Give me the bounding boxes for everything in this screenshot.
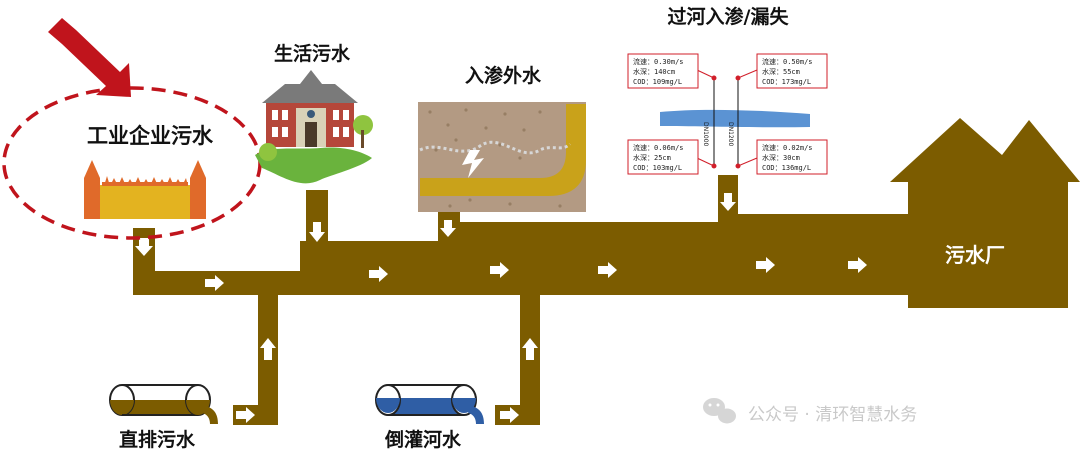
industrial-feeder-pipe xyxy=(133,228,155,295)
flow-arrow-up xyxy=(260,338,276,360)
svg-text:水深：25cm: 水深：25cm xyxy=(633,153,671,162)
highlight-arrow-icon xyxy=(48,18,131,97)
industrial-source: 工业企业污水 xyxy=(2,18,262,240)
factory-icon xyxy=(84,160,206,219)
backflow-source: 倒灌河水 xyxy=(375,384,484,451)
main-pipe-leak-branch xyxy=(718,214,913,295)
plant-building xyxy=(890,118,1080,308)
svg-text:流速：0.06m/s: 流速：0.06m/s xyxy=(633,143,684,152)
svg-text:流速：0.02m/s: 流速：0.02m/s xyxy=(762,143,813,152)
leak-panel: 流速：0.30m/s 水深：140cm COD：109mg/L xyxy=(627,53,699,89)
pipe-tag: DN1200 xyxy=(727,122,734,147)
leak-panel: 流速：0.06m/s 水深：25cm COD：103mg/L xyxy=(627,139,699,175)
flow-arrow-down xyxy=(309,222,325,242)
domestic-label: 生活污水 xyxy=(274,42,351,65)
sewage-plant: 污水厂 xyxy=(890,118,1080,308)
svg-text:流速：0.50m/s: 流速：0.50m/s xyxy=(762,57,813,66)
direct-label: 直排污水 xyxy=(119,428,196,451)
flow-arrow-right xyxy=(369,266,388,282)
flow-arrow-right xyxy=(500,407,519,423)
backflow-label: 倒灌河水 xyxy=(384,428,462,451)
infiltration-label: 入渗外水 xyxy=(465,64,542,87)
flow-arrow-right xyxy=(598,262,617,278)
pipe-backflow-icon xyxy=(375,384,484,424)
svg-text:COD：173mg/L: COD：173mg/L xyxy=(762,78,811,86)
flow-arrow-up xyxy=(522,338,538,360)
soil-infiltration-icon xyxy=(418,102,586,212)
watermark: 公众号 · 清环智慧水务 xyxy=(703,398,917,425)
pipe-network xyxy=(133,175,913,425)
svg-text:COD：109mg/L: COD：109mg/L xyxy=(633,78,682,86)
flow-arrow-right xyxy=(205,275,224,291)
flow-arrow-right xyxy=(236,407,255,423)
svg-text:COD：136mg/L: COD：136mg/L xyxy=(762,164,811,172)
flow-arrow-down xyxy=(135,238,153,256)
watermark-text: 公众号 · 清环智慧水务 xyxy=(748,405,917,425)
pipe-outfall-icon xyxy=(109,384,218,424)
wechat-icon xyxy=(703,398,736,424)
house-icon xyxy=(255,70,373,184)
domestic-source: 生活污水 xyxy=(255,42,373,184)
infiltration-source: 入渗外水 xyxy=(418,64,586,212)
svg-text:水深：30cm: 水深：30cm xyxy=(762,153,800,162)
flow-arrow-right xyxy=(848,257,867,273)
flow-arrows xyxy=(135,193,867,423)
leak-panel: 流速：0.02m/s 水深：30cm COD：136mg/L xyxy=(756,139,828,175)
river-icon xyxy=(660,109,810,128)
svg-text:流速：0.30m/s: 流速：0.30m/s xyxy=(633,57,684,66)
svg-text:COD：103mg/L: COD：103mg/L xyxy=(633,164,682,172)
flow-arrow-down xyxy=(720,193,736,211)
river-leak-label: 过河入渗/漏失 xyxy=(668,5,790,28)
leak-panel: 流速：0.50m/s 水深：55cm COD：173mg/L xyxy=(756,53,828,89)
flow-arrow-right xyxy=(756,257,775,273)
flow-arrow-right xyxy=(490,262,509,278)
svg-text:水深：55cm: 水深：55cm xyxy=(762,67,800,76)
pipe-tag: DN1000 xyxy=(702,122,709,147)
industrial-label: 工业企业污水 xyxy=(87,124,214,148)
svg-text:水深：140cm: 水深：140cm xyxy=(633,67,675,76)
river-crossing: 过河入渗/漏失 DN1000 DN1200 流速：0.30m/s 水深：140c… xyxy=(627,5,828,175)
plant-label: 污水厂 xyxy=(945,243,1005,267)
flow-arrow-down xyxy=(440,220,456,237)
direct-discharge-source: 直排污水 xyxy=(109,384,218,451)
